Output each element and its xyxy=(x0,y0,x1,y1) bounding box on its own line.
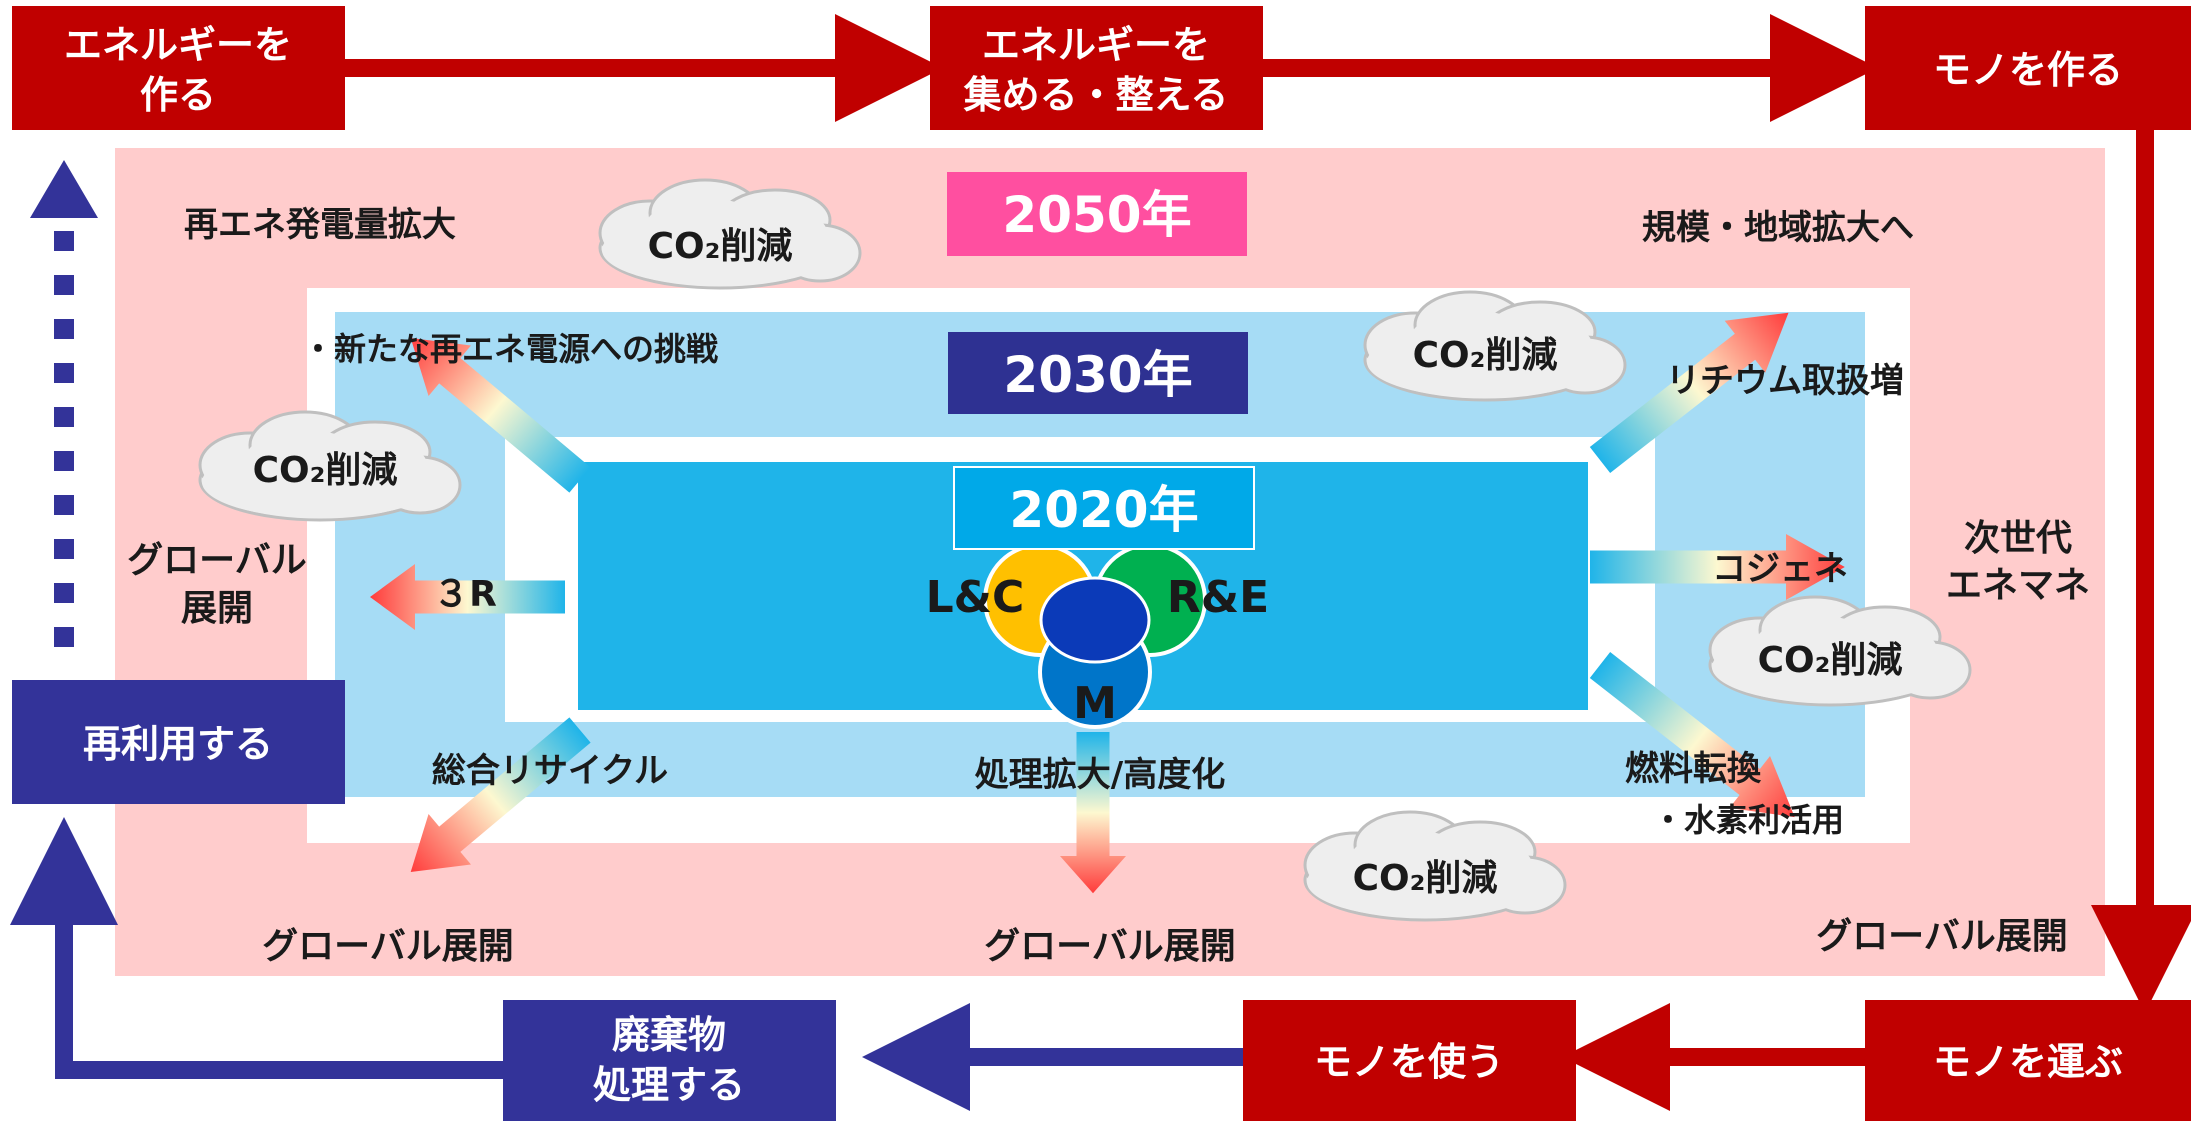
core-m-label: M xyxy=(1073,678,1117,729)
box-use-things-label: モノを使う xyxy=(1314,1040,1504,1084)
box-make-things xyxy=(1865,6,2191,130)
year-2020-label: 2020年 xyxy=(1009,481,1198,539)
box-waste xyxy=(503,1000,836,1121)
co2-upper-right-label: CO₂削減 xyxy=(1413,335,1558,376)
label-global-bottom-right: グローバル展開 xyxy=(1816,916,2068,957)
box-make-energy-line2: 作る xyxy=(140,73,216,117)
arrow-waste-to-reuse xyxy=(9,817,505,1079)
label-fuel: 燃料転換 xyxy=(1625,749,1762,789)
label-global-left-line2: 展開 xyxy=(181,588,253,629)
box-waste-line1: 廃棄物 xyxy=(612,1013,726,1057)
label-new-renewable: ・新たな再エネ電源への挑戦 xyxy=(302,330,718,368)
box-reuse xyxy=(12,680,345,804)
box-make-energy-line1: エネルギーを xyxy=(64,23,292,67)
arrow-reuse-to-make-dotted xyxy=(30,160,98,647)
label-processing: 処理拡大/高度化 xyxy=(975,755,1225,795)
year-2020-badge xyxy=(953,466,1255,550)
year-2030-badge xyxy=(948,332,1248,414)
box-use-things xyxy=(1243,1000,1576,1121)
label-renewable-expand: 再エネ発電量拡大 xyxy=(184,205,456,245)
label-global-left-line1: グローバル xyxy=(127,540,307,581)
label-next-gen-line2: エネマネ xyxy=(1946,565,2090,606)
label-lithium: リチウム取扱増 xyxy=(1666,361,1904,401)
box-carry-things-label: モノを運ぶ xyxy=(1933,1040,2123,1084)
label-scale-expand: 規模・地域拡大へ xyxy=(1642,208,1914,248)
co2-bottom-label: CO₂削減 xyxy=(1353,858,1498,899)
core-re-label: R&E xyxy=(1167,572,1269,623)
label-global-bottom-left: グローバル展開 xyxy=(262,926,514,967)
box-collect-energy-line2: 集める・整える xyxy=(963,73,1229,117)
label-recycle: 総合リサイクル xyxy=(432,751,668,791)
year-2050-label: 2050年 xyxy=(1002,186,1191,244)
label-global-bottom-center: グローバル展開 xyxy=(984,926,1236,967)
circle-center xyxy=(1039,576,1151,664)
label-cogen: コジェネ xyxy=(1712,549,1848,589)
box-carry-things xyxy=(1865,1000,2191,1121)
box-reuse-label: 再利用する xyxy=(83,722,273,766)
core-lc-label: L&C xyxy=(926,572,1025,623)
label-3r: ３R xyxy=(433,574,497,615)
box-make-things-label: モノを作る xyxy=(1933,48,2123,92)
box-collect-energy-line1: エネルギーを xyxy=(982,23,1210,67)
label-hydrogen: ・水素利活用 xyxy=(1652,801,1844,839)
co2-left-label: CO₂削減 xyxy=(253,450,398,491)
box-make-energy xyxy=(12,6,345,130)
label-next-gen-line1: 次世代 xyxy=(1964,518,2072,559)
box-collect-energy xyxy=(930,6,1263,130)
co2-right-label: CO₂削減 xyxy=(1758,640,1903,681)
co2-top-center-label: CO₂削減 xyxy=(648,226,793,267)
year-2050-badge xyxy=(947,172,1247,256)
box-waste-line2: 処理する xyxy=(593,1063,745,1107)
year-2030-label: 2030年 xyxy=(1003,346,1192,404)
